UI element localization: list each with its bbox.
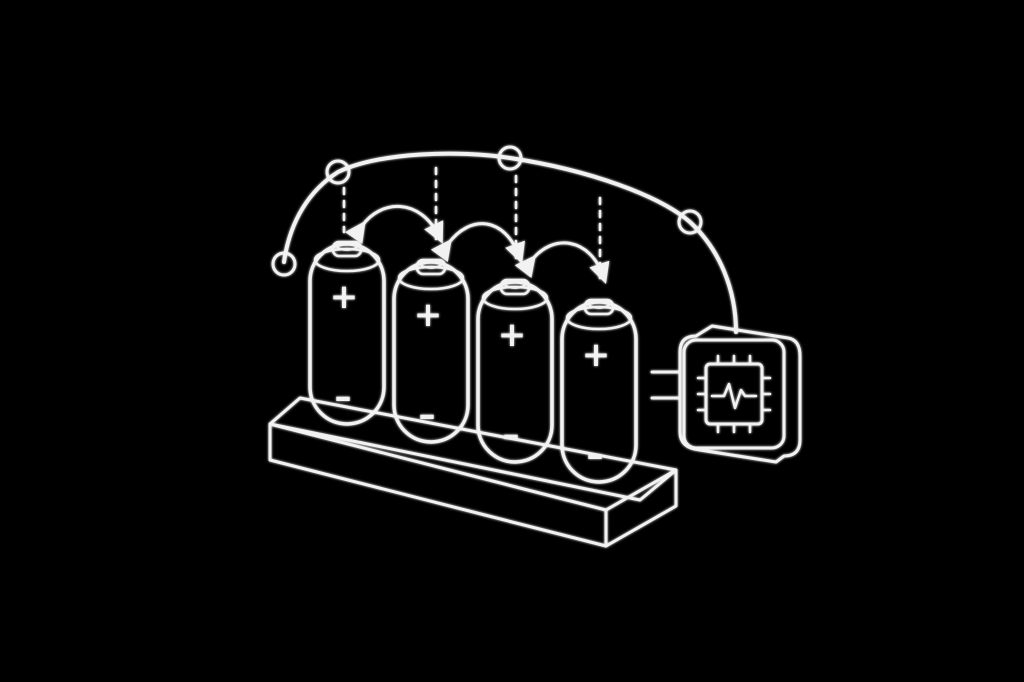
battery-cell-1: +–	[308, 240, 386, 426]
base-platform	[268, 396, 678, 548]
negative-terminal-label: –	[587, 435, 604, 475]
positive-terminal-label: +	[582, 335, 611, 375]
positive-terminal-label: +	[498, 315, 527, 355]
negative-terminal-label: –	[335, 377, 352, 417]
arrow-1	[344, 204, 444, 245]
wire-node-right	[677, 209, 703, 235]
top-wire-loop	[271, 145, 738, 334]
dashed-connectors	[342, 166, 602, 280]
wire-node-2	[497, 145, 523, 171]
chip-waveform-icon	[696, 354, 772, 434]
controller-module	[650, 324, 802, 464]
battery-cells: +–+–+–+–	[308, 240, 638, 484]
wire-node-left	[271, 251, 297, 277]
arrow-3	[514, 241, 610, 284]
battery-cell-2: +–	[392, 258, 470, 444]
positive-terminal-label: +	[414, 295, 443, 335]
negative-terminal-label: –	[503, 415, 520, 455]
balancing-arrows	[344, 204, 610, 284]
positive-terminal-label: +	[330, 277, 359, 317]
wire-node-1	[325, 159, 351, 185]
arrow-2	[430, 222, 525, 264]
negative-terminal-label: –	[419, 395, 436, 435]
battery-cell-4: +–	[560, 298, 638, 484]
battery-cell-3: +–	[476, 278, 554, 464]
